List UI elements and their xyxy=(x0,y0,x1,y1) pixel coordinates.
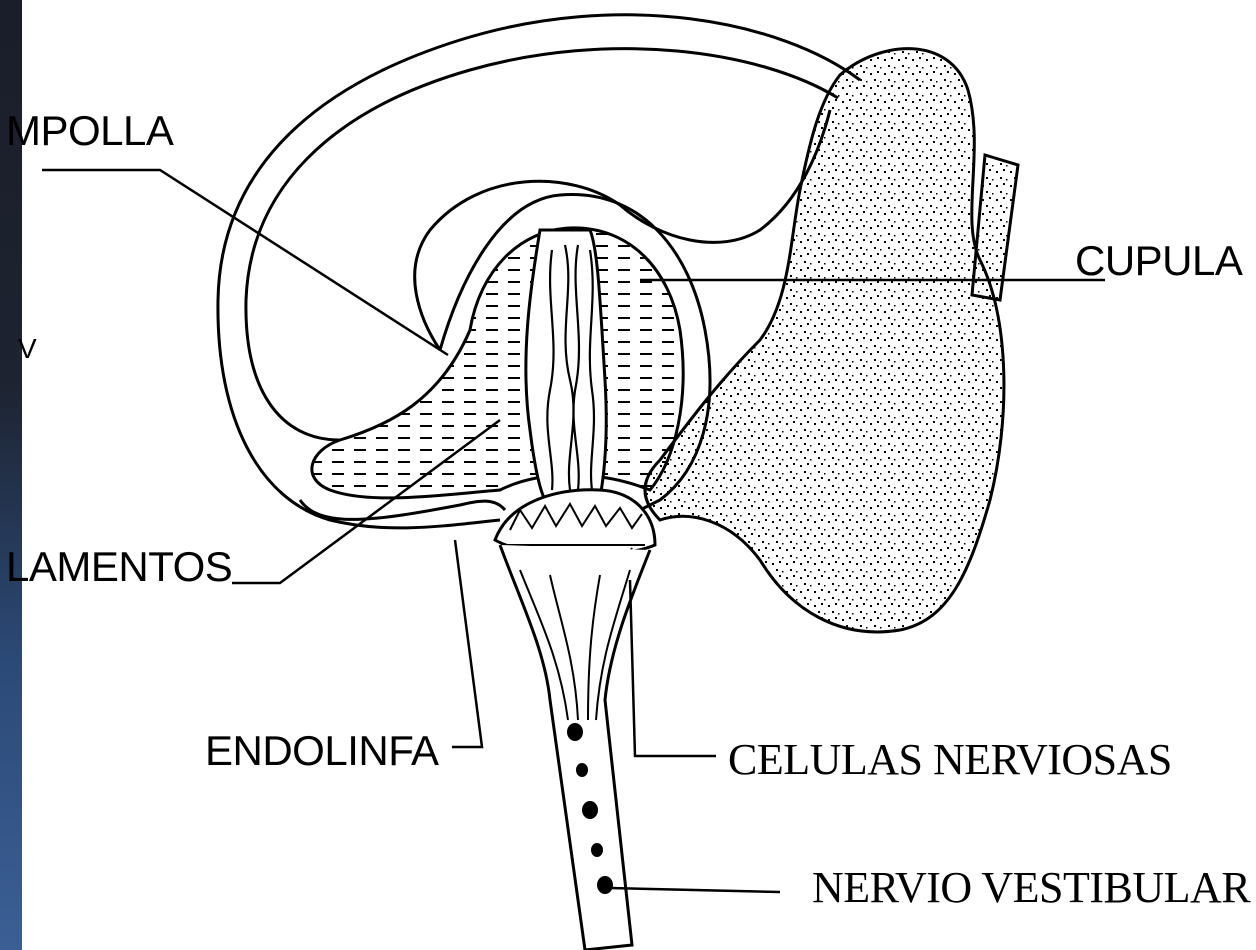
label-endolinfa: ENDOLINFA xyxy=(205,730,439,772)
endolymph-region xyxy=(312,228,683,498)
endolymphatic-duct xyxy=(972,155,1018,300)
leader-ampolla xyxy=(42,170,448,355)
label-celulas-nerviosas: CELULAS NERVIOSAS xyxy=(728,738,1172,782)
cupula-body xyxy=(526,230,606,500)
leader-nervio xyxy=(610,888,780,892)
label-cupula: CUPULA xyxy=(1075,240,1242,282)
label-filamentos: LAMENTOS xyxy=(6,546,232,588)
leader-celulas xyxy=(630,580,716,756)
utricle-region xyxy=(645,49,1004,632)
leader-endolinfa xyxy=(452,540,482,747)
label-nervio-vestibular: NERVIO VESTIBULAR xyxy=(812,866,1250,910)
label-ampolla: MPOLLA xyxy=(6,110,173,152)
label-edge-fragment: V xyxy=(18,335,36,363)
ampulla-bottom-wall xyxy=(300,500,505,519)
